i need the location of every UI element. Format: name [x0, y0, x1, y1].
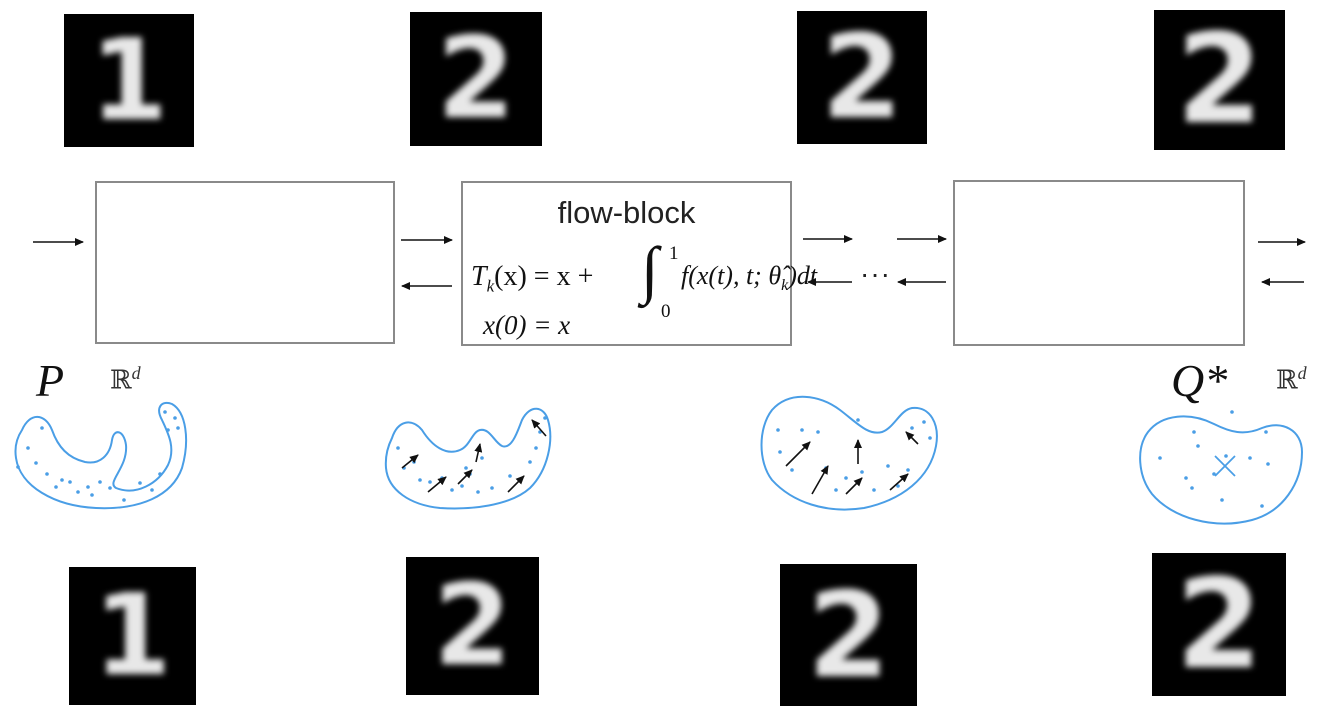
distribution-blob-1 [14, 401, 188, 510]
top-digit-image-4: 2 [1154, 10, 1285, 150]
bottom-digit-image-3: 2 [780, 564, 917, 706]
space-label-right: ℝd [1276, 363, 1307, 396]
blob-3-points [776, 418, 932, 492]
integral-sign: ∫ [641, 234, 659, 305]
bottom-digit-image-2: 2 [406, 557, 539, 695]
blob-3-flow-arrows [785, 431, 919, 495]
integral-lower-bound: 0 [661, 301, 671, 322]
top-digit-image-2: 2 [410, 12, 542, 146]
target-distribution-label: Q* [1171, 355, 1228, 406]
flow-block-box-2: flow-block Tk(x) = x + ∫ 1 0 f(x(t), t; … [461, 181, 817, 346]
top-digit-image-3: 2 [797, 11, 927, 144]
top-digit-image-1: 1 [64, 14, 194, 147]
flow-block-box-1 [95, 181, 395, 344]
distribution-blob-3 [760, 395, 938, 511]
blob-1-points [16, 410, 180, 502]
space-label-left: ℝd [110, 363, 141, 396]
blob-4-points [1158, 410, 1270, 508]
blob-2-flow-arrows [401, 419, 547, 493]
bottom-digit-image-4: 2 [1152, 553, 1286, 696]
blob-2-points [396, 416, 547, 494]
integral-upper-bound: 1 [669, 243, 679, 264]
flow-equation-init: x(0) = x [483, 310, 571, 340]
flow-block-box-3 [953, 180, 1245, 346]
bottom-digit-image-1: 1 [69, 567, 196, 705]
ellipsis: ··· [860, 258, 891, 289]
distribution-blob-2 [384, 407, 552, 510]
distribution-blob-4 [1139, 415, 1304, 525]
flow-equation-lhs: Tk(x) = x + [471, 261, 594, 296]
source-distribution-label: P [36, 355, 65, 406]
flow-block-title: flow-block [557, 195, 696, 230]
target-mean-marker [1214, 455, 1236, 477]
flow-equation-integrand: f(x(t), t; θ̂k)dt [681, 261, 818, 295]
